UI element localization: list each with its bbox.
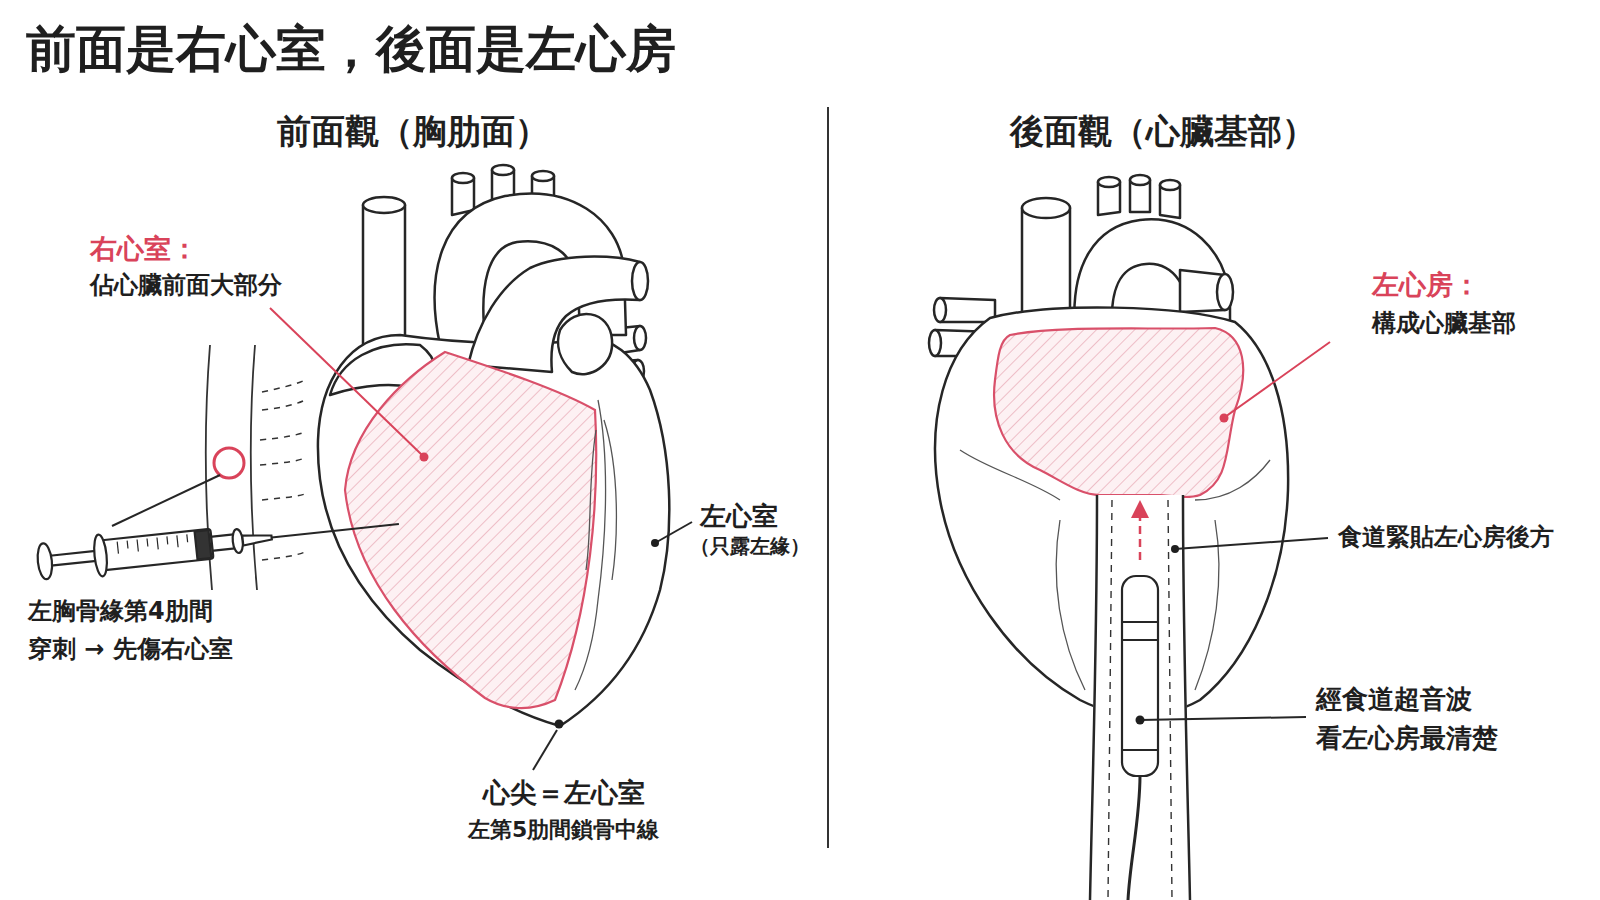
rib-mark xyxy=(262,380,305,392)
rib-mark xyxy=(262,552,305,560)
apex-label: 心尖＝左心室 xyxy=(483,776,645,810)
puncture-site xyxy=(214,448,244,478)
esophagus-note: 食道緊貼左心房後方 xyxy=(1338,522,1554,552)
region-note: 佔心臟前面大部分 xyxy=(90,270,282,300)
surface-line xyxy=(1056,520,1085,690)
pulmonary-end xyxy=(632,262,648,300)
leader-line xyxy=(1225,342,1330,417)
chest-wall xyxy=(206,345,305,590)
coronary-lines xyxy=(575,400,616,690)
leader-dot xyxy=(1171,545,1179,553)
rib-mark xyxy=(260,458,305,465)
ultrasound-arrow-shaft xyxy=(1139,515,1142,560)
esophagus-inner xyxy=(1168,500,1172,900)
right-ventricle-region xyxy=(345,352,596,708)
svc-end xyxy=(363,197,405,213)
rib-marks xyxy=(260,380,305,560)
probe-segment xyxy=(1122,749,1158,751)
scale-mark xyxy=(186,534,188,542)
leader-dot xyxy=(651,539,659,547)
vein-end xyxy=(929,330,941,356)
pulmonary-end xyxy=(1217,274,1233,310)
vessel-line xyxy=(575,400,606,690)
plunger-seal xyxy=(195,530,212,559)
pulmonary-vein xyxy=(940,298,995,322)
barrel xyxy=(99,529,214,571)
leader-dot xyxy=(420,453,429,462)
apex-dot xyxy=(555,720,564,729)
tee-probe xyxy=(1122,576,1158,900)
puncture-leader xyxy=(112,475,220,526)
flange xyxy=(92,534,108,577)
aortic-branch-end xyxy=(492,165,514,175)
ultrasound-arrow-head xyxy=(1131,500,1149,518)
esophagus xyxy=(1090,495,1190,900)
region-label: 右心室： xyxy=(90,232,198,266)
vein-end xyxy=(934,298,946,322)
region-note: 構成心臟基部 xyxy=(1372,308,1516,338)
region-label: 左心室 xyxy=(700,500,778,533)
vessel-line xyxy=(604,420,616,580)
scale-mark xyxy=(177,535,178,547)
rib-mark xyxy=(260,432,305,440)
esophagus-tube xyxy=(1090,495,1190,900)
probe-cable xyxy=(1128,775,1140,900)
procedure-note: 左胸骨緣第4肋間 穿刺 → 先傷右心室 xyxy=(28,592,254,669)
leader-line xyxy=(1140,717,1306,720)
procedure-note: 經食道超音波 看左心房最清楚 xyxy=(1316,680,1514,758)
plunger-thumb xyxy=(36,543,54,580)
needle xyxy=(272,524,399,537)
leader-dot xyxy=(1220,414,1229,423)
page-title: 前面是右心室，後面是左心房 xyxy=(26,18,676,81)
aortic-branch-end xyxy=(452,173,474,183)
probe-segment xyxy=(1122,639,1158,641)
left-atrial-appendage xyxy=(558,314,612,374)
syringe xyxy=(36,503,401,583)
aortic-branch-end xyxy=(1160,180,1180,190)
esophagus-inner xyxy=(1108,500,1112,900)
sternum-edge xyxy=(251,345,257,590)
panel-heading: 後面觀（心臟基部） xyxy=(1010,110,1316,153)
front-heart xyxy=(318,165,669,726)
vessel-line xyxy=(586,430,596,570)
vein-end xyxy=(634,326,646,350)
rib-mark xyxy=(262,400,305,410)
leader-dot xyxy=(1136,716,1145,725)
scale-mark xyxy=(137,540,138,552)
scale-mark xyxy=(166,536,168,544)
leader-line xyxy=(270,308,422,455)
aortic-branch-end xyxy=(1130,175,1150,185)
superior-vena-cava xyxy=(363,205,405,350)
pulmonary-trunk xyxy=(468,257,640,372)
leader-line xyxy=(655,522,692,543)
svc-end xyxy=(1022,198,1070,218)
panel-heading: 前面觀（胸肋面） xyxy=(277,110,549,153)
apex-note: 左第5肋間鎖骨中線 xyxy=(468,816,659,844)
panel-divider xyxy=(827,107,829,848)
leader-line xyxy=(1175,538,1328,549)
scale-mark xyxy=(146,539,148,547)
scale-mark xyxy=(117,542,118,554)
probe-segment xyxy=(1122,621,1158,623)
region-note: （只露左緣） xyxy=(690,534,810,559)
esophagus-wall xyxy=(1183,495,1190,900)
left-atrium-region xyxy=(994,328,1243,497)
aortic-branch-end xyxy=(1098,177,1120,187)
aortic-branch-end xyxy=(532,171,554,181)
needle-base xyxy=(242,533,272,546)
rib-mark xyxy=(262,494,305,500)
leader-line xyxy=(533,730,557,770)
region-label: 左心房： xyxy=(1372,268,1480,302)
scale-mark xyxy=(157,537,158,549)
esophagus-wall xyxy=(1090,495,1097,900)
scale-mark xyxy=(127,541,129,549)
probe-body xyxy=(1122,576,1158,776)
scale-marks xyxy=(117,534,188,553)
heart-body xyxy=(318,335,669,726)
